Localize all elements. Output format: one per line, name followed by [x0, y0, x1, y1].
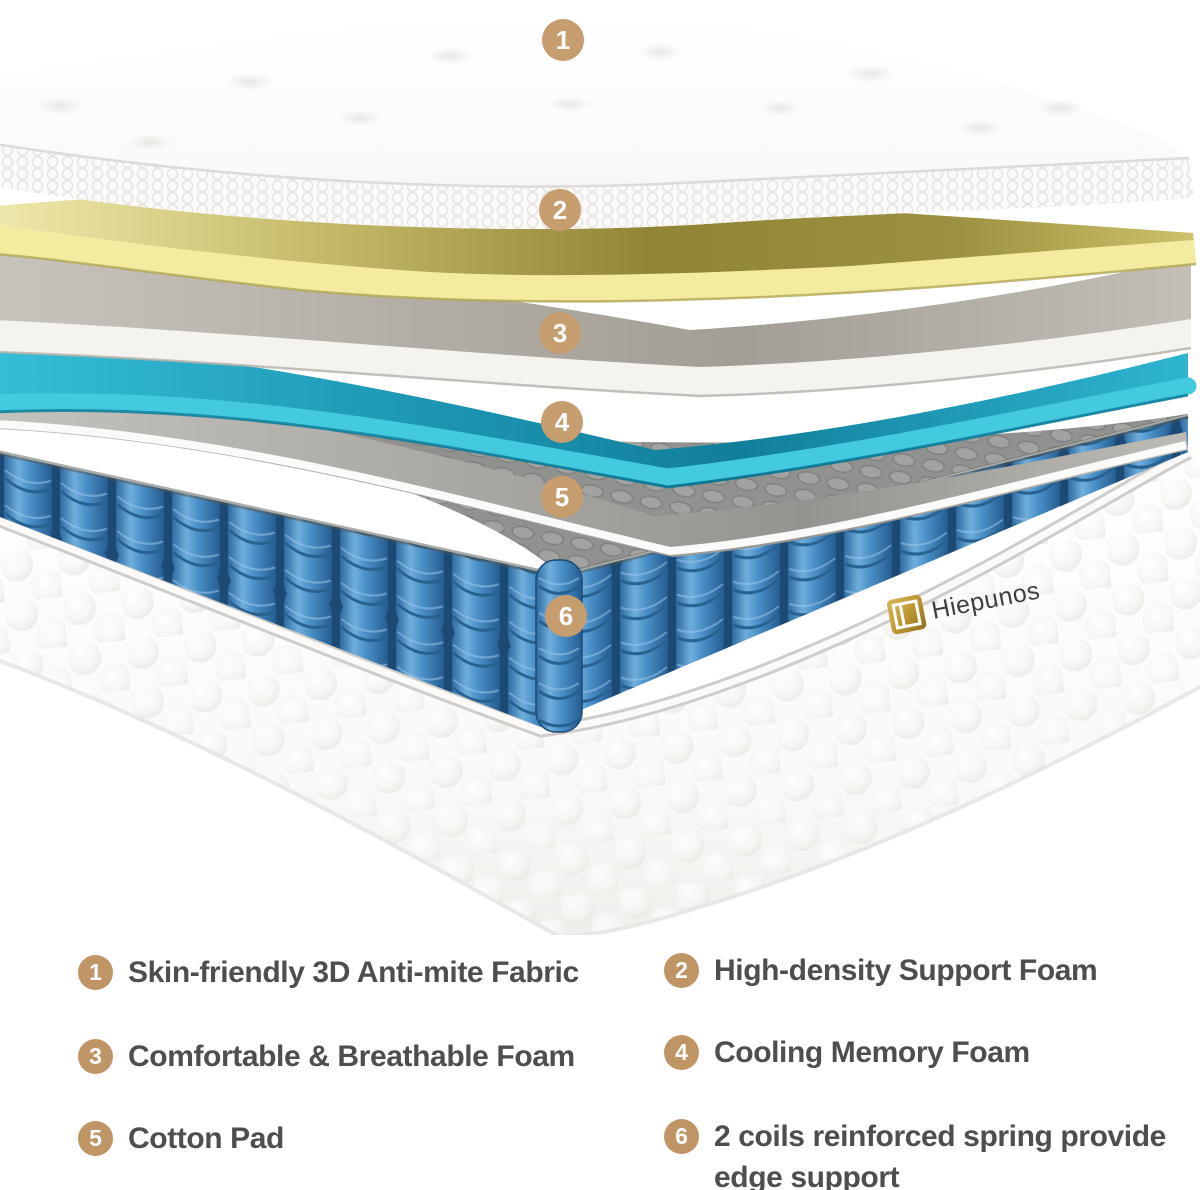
svg-text:4: 4 — [555, 407, 570, 437]
legend-label-3: Comfortable & Breathable Foam — [128, 1040, 575, 1073]
legend-label-1: Skin-friendly 3D Anti-mite Fabric — [128, 956, 579, 989]
svg-text:2: 2 — [553, 195, 567, 225]
spring-corner-coil — [535, 559, 583, 733]
legend-item-5: 5 Cotton Pad — [78, 1118, 284, 1159]
layer-top-fabric — [0, 11, 1194, 230]
legend-label-6: 2 coils reinforced spring provide edge s… — [714, 1120, 1166, 1190]
legend-label-4: Cooling Memory Foam — [714, 1036, 1030, 1069]
layer-badge-4: 4 — [541, 401, 583, 443]
svg-text:6: 6 — [559, 601, 573, 631]
legend-item-6: 6 2 coils reinforced spring provide edge… — [664, 1116, 1200, 1190]
layer-badge-2: 2 — [539, 189, 581, 231]
spring-coils-left-face — [0, 453, 560, 727]
layer-badge-5: 5 — [541, 476, 583, 518]
svg-text:5: 5 — [555, 482, 569, 512]
legend-number-badge-1: 1 — [78, 955, 113, 990]
legend-number-badge-2: 2 — [664, 953, 699, 988]
legend-label-5: Cotton Pad — [128, 1122, 284, 1155]
legend-item-4: 4 Cooling Memory Foam — [664, 1032, 1030, 1073]
legend-item-2: 2 High-density Support Foam — [664, 950, 1098, 991]
layer-memory-foam — [0, 336, 1197, 489]
spring-coils-right-face — [541, 416, 1188, 727]
layer-badge-3: 3 — [539, 312, 581, 354]
legend-number-badge-6: 6 — [664, 1119, 699, 1154]
svg-text:3: 3 — [553, 318, 567, 348]
legend-item-3: 3 Comfortable & Breathable Foam — [78, 1036, 575, 1077]
layer-badge-1: 1 — [542, 19, 584, 61]
layer-cotton-pad — [0, 383, 1188, 557]
legend-label-2: High-density Support Foam — [714, 954, 1098, 987]
quilt-dimples — [36, 43, 1084, 150]
mattress-base: Hiepunos — [0, 447, 1200, 935]
legend-number-badge-5: 5 — [78, 1121, 113, 1156]
mattress-illustration: Hiepunos — [0, 11, 1200, 935]
layer-badge-6: 6 — [545, 595, 587, 637]
legend-number-badge-4: 4 — [664, 1035, 699, 1070]
brand-logo-mark — [886, 594, 927, 635]
svg-text:1: 1 — [556, 25, 570, 55]
layer-badges: 1 2 3 4 5 6 — [539, 19, 587, 637]
legend-number-badge-3: 3 — [78, 1039, 113, 1074]
legend-item-1: 1 Skin-friendly 3D Anti-mite Fabric — [78, 952, 579, 993]
